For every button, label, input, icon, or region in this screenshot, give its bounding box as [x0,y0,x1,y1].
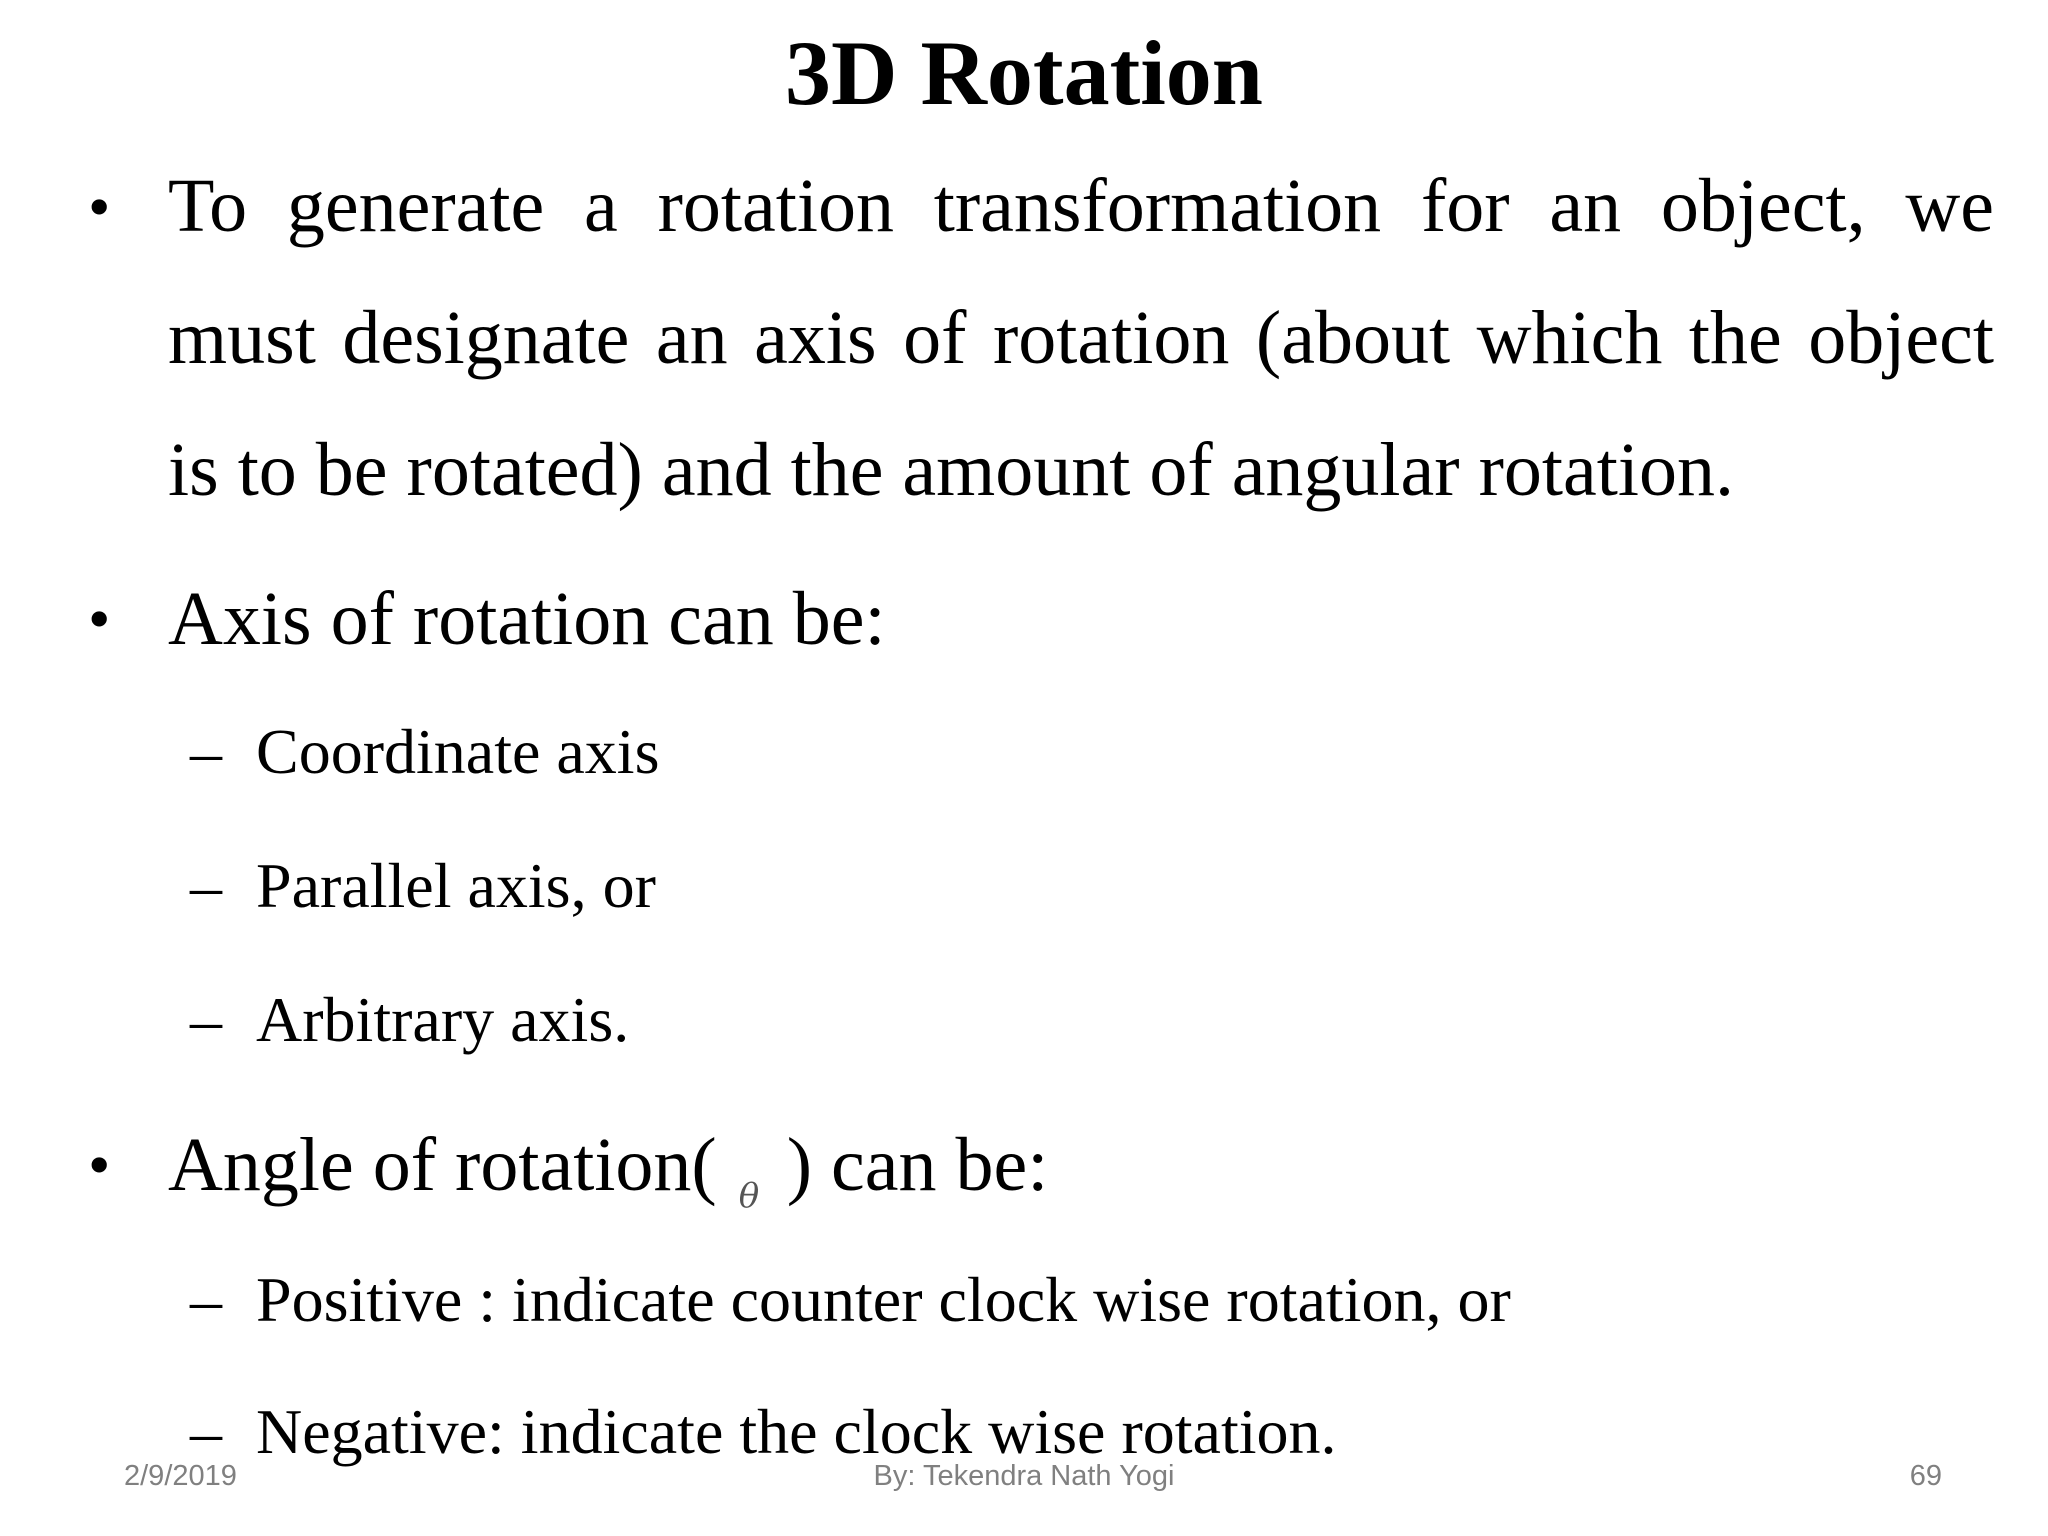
subitem-parallel-axis: –Parallel axis, or [190,846,656,926]
bullet-1-text: To generate a rotation transformation fo… [168,164,1994,512]
subitem-positive: –Positive : indicate counter clock wise … [190,1260,1511,1340]
footer-date: 2/9/2019 [124,1460,237,1492]
dash-marker: – [190,1396,222,1467]
dash-marker: – [190,716,222,787]
footer-page-number: 69 [1909,1460,1942,1492]
subitem-text: Coordinate axis [256,716,660,787]
theta-symbol: θ [738,1175,760,1216]
dash-marker: – [190,850,222,921]
bullet-marker: • [88,171,111,242]
bullet-marker: • [88,1129,111,1200]
subitem-arbitrary-axis: –Arbitrary axis. [190,980,629,1060]
subitem-negative: –Negative: indicate the clock wise rotat… [190,1392,1337,1472]
subitem-text: Parallel axis, or [256,850,656,921]
subitem-text: Positive : indicate counter clock wise r… [256,1264,1511,1335]
dash-marker: – [190,1264,222,1335]
bullet-3-text-before: Angle of rotation( [168,1123,717,1207]
bullet-2-text: Axis of rotation can be: [168,577,886,661]
slide-title: 3D Rotation [785,22,1263,124]
bullet-3-text: Angle of rotation( θ ) can be: [168,1120,1994,1216]
footer-author: By: Tekendra Nath Yogi [873,1460,1175,1492]
bullet-marker: • [88,583,111,654]
subitem-coordinate-axis: –Coordinate axis [190,712,659,792]
subitem-text: Arbitrary axis. [256,984,630,1055]
subitem-text: Negative: indicate the clock wise rotati… [256,1396,1337,1467]
bullet-3-text-after: ) can be: [786,1123,1049,1207]
dash-marker: – [190,984,222,1055]
